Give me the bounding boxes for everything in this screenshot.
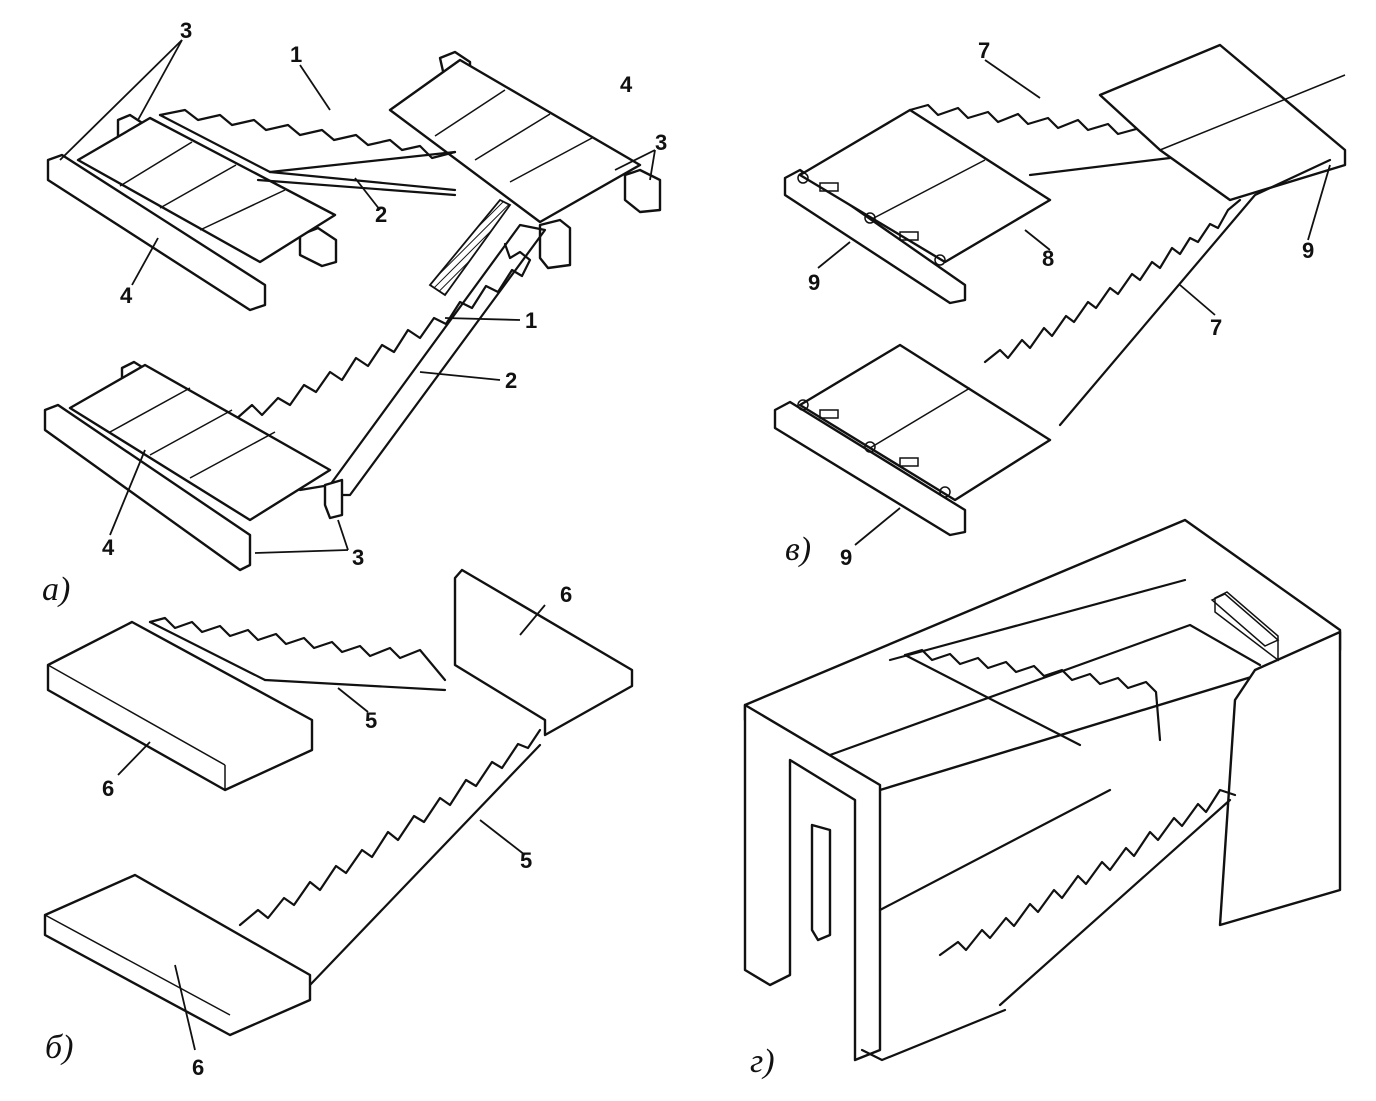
panel-b: 6 5 6 5 6 б) bbox=[43, 568, 634, 1080]
label-5-b1: 5 bbox=[365, 708, 377, 733]
label-3-a2: 3 bbox=[655, 130, 667, 155]
upper-left-landing-b bbox=[46, 620, 314, 792]
inner-left-pillar bbox=[810, 823, 832, 942]
label-8-v1: 8 bbox=[1042, 246, 1054, 271]
upper-flight-v bbox=[908, 103, 1172, 152]
floor-edge bbox=[860, 1008, 1007, 1062]
caption-b: б) bbox=[45, 1029, 73, 1066]
label-7-v1: 7 bbox=[978, 38, 990, 63]
upper-right-landing bbox=[388, 50, 662, 270]
lower-flight-b bbox=[238, 728, 542, 927]
lower-left-landing-b bbox=[43, 873, 312, 1037]
upper-flight-g bbox=[903, 648, 1162, 742]
lower-flight-v bbox=[983, 198, 1242, 364]
lower-landing-beam-v bbox=[773, 400, 967, 537]
label-2-a2: 2 bbox=[505, 368, 517, 393]
label-7-v2: 7 bbox=[1210, 315, 1222, 340]
label-3-a3: 3 bbox=[352, 545, 364, 570]
lower-flight bbox=[233, 198, 547, 520]
label-5-b2: 5 bbox=[520, 848, 532, 873]
label-9-v1: 9 bbox=[1302, 238, 1314, 263]
caption-v: в) bbox=[785, 531, 811, 568]
lower-left-landing bbox=[43, 360, 332, 572]
caption-a: а) bbox=[42, 571, 70, 608]
label-1-a1: 1 bbox=[290, 42, 302, 67]
label-6-b3: 6 bbox=[192, 1055, 204, 1080]
upper-right-landing-b bbox=[453, 568, 634, 737]
label-6-b2: 6 bbox=[102, 776, 114, 801]
panel-a-leaders bbox=[59, 39, 656, 554]
upper-left-landing-beam-v bbox=[783, 168, 967, 305]
lower-landing-v bbox=[798, 343, 1052, 502]
label-6-b1: 6 bbox=[560, 582, 572, 607]
label-3-a1: 3 bbox=[180, 18, 192, 43]
label-9-v2: 9 bbox=[808, 270, 820, 295]
panel-a: 3 1 4 3 2 4 1 2 4 3 а) bbox=[42, 18, 667, 608]
right-end-wall bbox=[1218, 630, 1342, 927]
panel-g: г) bbox=[743, 518, 1342, 1080]
caption-g: г) bbox=[750, 1043, 775, 1080]
upper-flight-b bbox=[148, 616, 447, 682]
label-1-a2: 1 bbox=[525, 308, 537, 333]
label-9-v3: 9 bbox=[840, 545, 852, 570]
upper-right-landing-v bbox=[1098, 43, 1347, 202]
upper-left-landing-v bbox=[798, 108, 1052, 264]
label-4-a1: 4 bbox=[620, 72, 633, 97]
lower-flight-g bbox=[938, 788, 1237, 957]
label-4-a2: 4 bbox=[120, 283, 133, 308]
left-front-wall bbox=[743, 703, 882, 1062]
upper-left-landing bbox=[46, 113, 338, 312]
label-2-a1: 2 bbox=[375, 202, 387, 227]
inner-wall-edge bbox=[828, 623, 1262, 757]
panel-v: 7 9 8 9 7 9 в) bbox=[773, 38, 1347, 570]
upper-flight bbox=[158, 108, 457, 197]
label-4-a3: 4 bbox=[102, 535, 115, 560]
